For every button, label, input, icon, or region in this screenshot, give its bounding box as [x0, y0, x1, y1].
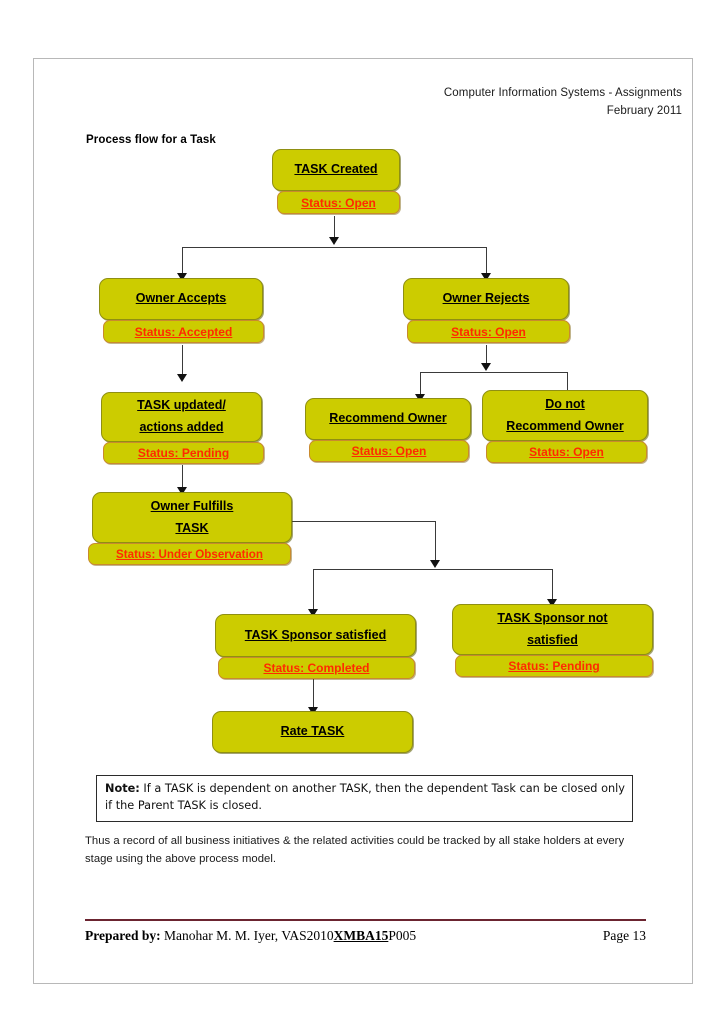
- connector-to-recommend: [420, 372, 421, 397]
- document-footer: Prepared by: Manohar M. M. Iyer, VAS2010…: [85, 928, 646, 944]
- node-task-created[interactable]: TASK Created: [272, 149, 400, 191]
- connector-to-do-not-recommend: [567, 372, 568, 397]
- status-task-created[interactable]: Status: Open: [277, 191, 400, 214]
- node-label-line-1: TASK Sponsor not: [497, 610, 608, 625]
- node-rate-task[interactable]: Rate TASK: [212, 711, 413, 753]
- document-page: Computer Information Systems - Assignmen…: [33, 58, 693, 984]
- node-label-line-2: satisfied: [527, 632, 578, 647]
- node-task-updated[interactable]: TASK updated/ actions added: [101, 392, 262, 442]
- node-owner-fulfills-task[interactable]: Owner Fulfills TASK: [92, 492, 292, 543]
- footer-prepared-name: Manohar M. M. Iyer, VAS2010: [160, 928, 334, 943]
- node-label-line-2: actions added: [139, 420, 224, 434]
- status-sponsor-not-satisfied[interactable]: Status: Pending: [455, 655, 653, 677]
- node-label: Owner Rejects: [442, 291, 530, 306]
- node-label: TASK Created: [294, 162, 378, 177]
- connector-to-sponsor-not-satisfied: [552, 569, 553, 602]
- page-title: Process flow for a Task: [86, 134, 216, 146]
- status-sponsor-satisfied[interactable]: Status: Completed: [218, 657, 415, 679]
- node-owner-accepts[interactable]: Owner Accepts: [99, 278, 263, 320]
- footer-page-number: Page 13: [602, 928, 646, 943]
- header-line-1: Computer Information Systems - Assignmen…: [443, 87, 682, 99]
- node-sponsor-not-satisfied[interactable]: TASK Sponsor not satisfied: [452, 604, 653, 655]
- body-paragraph: Thus a record of all business initiative…: [85, 835, 625, 866]
- connector-bus-row3: [420, 372, 568, 373]
- status-owner-fulfills-task[interactable]: Status: Under Observation: [88, 543, 291, 565]
- header-line-2: February 2011: [606, 104, 682, 117]
- connector-to-rejects: [486, 247, 487, 276]
- status-do-not-recommend-owner[interactable]: Status: Open: [486, 441, 647, 463]
- node-label-line-2: Recommend Owner: [506, 418, 624, 433]
- node-recommend-owner[interactable]: Recommend Owner: [305, 398, 471, 440]
- note-box: Note: If a TASK is dependent on another …: [96, 775, 633, 822]
- connector-to-sponsor-satisfied: [313, 569, 314, 612]
- node-owner-rejects[interactable]: Owner Rejects: [403, 278, 569, 320]
- arrow-fulfills-junction: [430, 560, 440, 568]
- arrow-created-junction: [329, 237, 339, 245]
- arrow-to-task-updated: [177, 374, 187, 382]
- node-label: Rate TASK: [280, 724, 345, 739]
- note-label: Note:: [105, 782, 140, 795]
- connector-accepts-down: [182, 345, 183, 377]
- node-label-line-1: TASK updated/: [137, 398, 226, 413]
- connector-updated-down: [182, 465, 183, 490]
- status-owner-accepts[interactable]: Status: Accepted: [103, 320, 264, 343]
- note-text: If a TASK is dependent on another TASK, …: [105, 782, 625, 812]
- connector-bus-row5: [313, 569, 553, 570]
- node-label-line-1: Owner Fulfills: [150, 498, 234, 513]
- node-sponsor-satisfied[interactable]: TASK Sponsor satisfied: [215, 614, 416, 657]
- document-header: Computer Information Systems - Assignmen…: [444, 85, 682, 121]
- connector-satisfied-down: [313, 674, 314, 710]
- connector-to-accepts: [182, 247, 183, 276]
- connector-fulfills-down: [435, 521, 436, 563]
- node-label: TASK Sponsor satisfied: [244, 627, 387, 642]
- node-label: Owner Accepts: [135, 291, 227, 306]
- status-task-updated[interactable]: Status: Pending: [103, 442, 264, 464]
- arrow-to-sponsor-not-satisfied: [547, 599, 557, 607]
- connector-fulfills-right: [291, 521, 436, 522]
- node-label: Recommend Owner: [329, 411, 447, 426]
- arrow-to-rejects: [481, 273, 491, 281]
- node-do-not-recommend-owner[interactable]: Do not Recommend Owner: [482, 390, 648, 441]
- arrow-to-owner-fulfills: [177, 487, 187, 495]
- arrow-to-accepts: [177, 273, 187, 281]
- footer-prepared-by: Prepared by: Manohar M. M. Iyer, VAS2010…: [85, 928, 416, 944]
- status-recommend-owner[interactable]: Status: Open: [309, 440, 469, 462]
- footer-prepared-suffix: P005: [388, 928, 417, 943]
- connector-bus-row2: [182, 247, 487, 248]
- arrow-to-sponsor-satisfied: [308, 609, 318, 617]
- footer-prepared-label: Prepared by:: [85, 928, 161, 943]
- node-label-line-2: TASK: [175, 520, 209, 535]
- footer-prepared-code: XMBA15: [333, 928, 389, 943]
- status-owner-rejects[interactable]: Status: Open: [407, 320, 570, 343]
- footer-divider: [85, 919, 646, 921]
- node-label-line-1: Do not: [545, 396, 585, 411]
- arrow-rejects-junction: [481, 363, 491, 371]
- connector-created-down: [334, 216, 335, 241]
- connector-rejects-down: [486, 345, 487, 367]
